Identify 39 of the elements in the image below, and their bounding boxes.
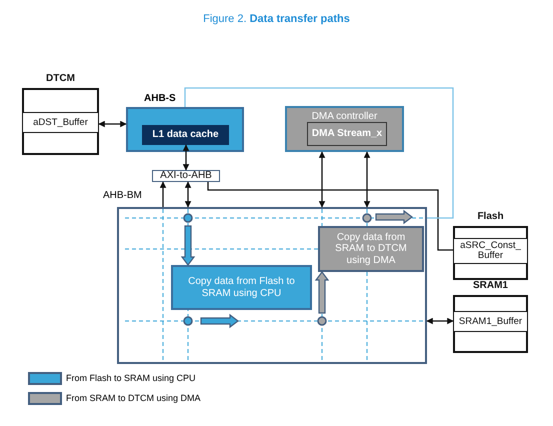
process-text: Copy data from SRAM to DTCM using DMA <box>334 232 408 266</box>
node-label: DMA Stream_x <box>312 128 382 140</box>
stream-box <box>307 122 387 146</box>
arrow <box>98 120 127 128</box>
node-label: DMA controller <box>312 111 378 122</box>
arrow <box>160 181 166 207</box>
process-box <box>318 226 424 272</box>
dma-controller-box <box>285 106 404 152</box>
arrow <box>318 151 326 208</box>
box-shape <box>126 107 244 152</box>
arrow <box>364 151 370 208</box>
arrow <box>184 181 192 208</box>
buffer-row <box>453 238 528 264</box>
arrow <box>182 144 190 171</box>
bridge-box <box>152 170 220 182</box>
block-arrow <box>180 225 196 266</box>
memory-heading: SRAM1 <box>472 280 509 292</box>
connector-line <box>207 182 453 251</box>
memory-heading: Flash <box>476 211 505 222</box>
buffer-row <box>22 112 99 133</box>
connector-line <box>184 87 454 219</box>
node-label: AXI-to-AHB <box>160 170 212 182</box>
buffer-row <box>453 311 528 332</box>
legend-label: From SRAM to DTCM using DMA <box>66 393 201 404</box>
figure-title: Figure 2. Data transfer paths <box>202 13 351 25</box>
cache-box <box>142 125 229 145</box>
box-shape <box>117 207 427 364</box>
block-arrow <box>314 271 330 314</box>
bus-label: AHB-S <box>144 93 176 104</box>
bus-label: AHB-BM <box>103 190 142 202</box>
node-label: L1 data cache <box>152 129 219 141</box>
arrow <box>426 318 454 324</box>
process-text: Copy data from Flash to SRAM using CPU <box>187 276 296 299</box>
process-box <box>171 265 312 310</box>
memory-heading: DTCM <box>45 73 76 84</box>
node-label: aSRC_Const_ Buffer <box>459 241 522 261</box>
node-label: aDST_Buffer <box>33 118 88 128</box>
node-label: SRAM1_Buffer <box>458 316 522 326</box>
legend-label: From Flash to SRAM using CPU <box>66 373 196 384</box>
